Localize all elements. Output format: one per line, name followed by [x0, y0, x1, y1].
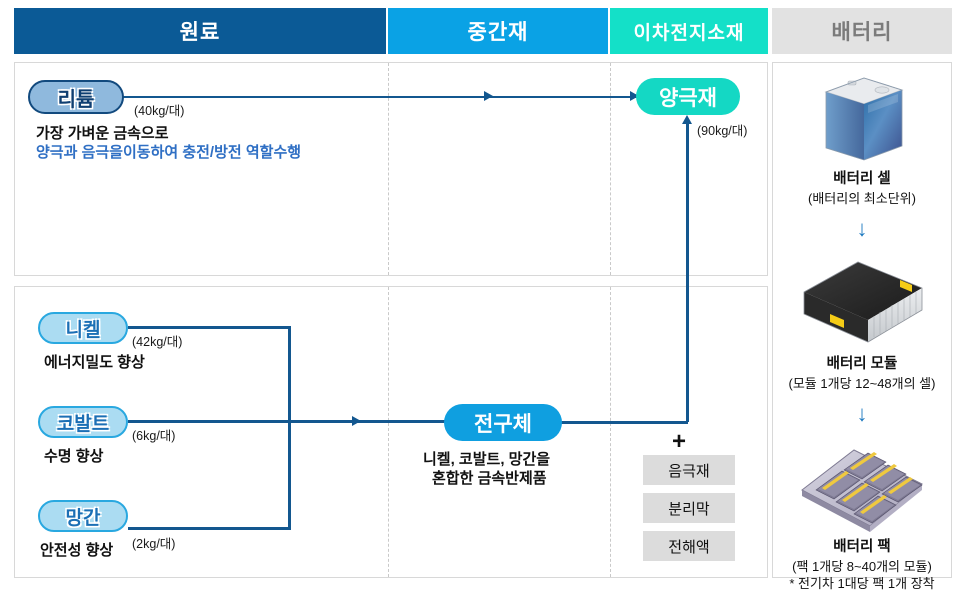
divider-bot-1 — [388, 287, 389, 577]
battery-module-name: 배터리 모듈 — [826, 356, 898, 372]
line-manganese-stub — [128, 527, 290, 530]
header-battery: 배터리 — [772, 8, 952, 54]
battery-pack-image — [792, 440, 932, 536]
battery-module-caption: 배터리 모듈 (모듈 1개당 12~48개의 셀) — [772, 355, 952, 392]
component-box-anode[interactable]: 음극재 — [643, 455, 735, 485]
node-precursor[interactable]: 전구체 — [444, 404, 562, 441]
battery-pack-sub: (팩 1개당 8~40개의 모듈) — [792, 558, 932, 574]
header-intermediate: 중간재 — [388, 8, 608, 54]
line-metals-bracket — [288, 326, 291, 530]
qty-nickel: (42kg/대) — [132, 335, 183, 349]
line-precursor-to-riser — [556, 421, 688, 424]
divider-top-2 — [610, 63, 611, 275]
node-lithium[interactable]: 리튬 — [28, 80, 124, 114]
component-box-separator-label: 분리막 — [668, 500, 710, 518]
header-raw-material-label: 원료 — [179, 21, 221, 44]
node-cathode[interactable]: 양극재 — [636, 78, 740, 115]
line-precursor-to-cathode-vertical — [686, 124, 689, 422]
divider-bot-2 — [610, 287, 611, 577]
plus-sign: + — [672, 428, 687, 455]
arrowhead-cathode-bottom — [681, 115, 692, 124]
desc-precursor-line2: 혼합한 금속반제품 — [432, 470, 547, 487]
battery-cell-sub: (배터리의 최소단위) — [808, 190, 916, 206]
battery-cell-caption: 배터리 셀 (배터리의 최소단위) — [772, 170, 952, 207]
node-nickel-label: 니켈 — [65, 319, 101, 341]
node-cathode-label: 양극재 — [659, 86, 717, 110]
arrowhead-lithium-mid — [484, 91, 493, 101]
component-box-electrolyte-label: 전해액 — [668, 538, 710, 556]
line-lithium-to-cathode — [120, 95, 640, 98]
qty-lithium: (40kg/대) — [134, 104, 185, 118]
header-raw-material: 원료 — [14, 8, 386, 54]
arrow-module-to-pack-icon: ↓ — [856, 401, 868, 426]
battery-pack-note: * 전기차 1대당 팩 1개 장착 — [789, 576, 935, 592]
node-manganese-label: 망간 — [65, 507, 101, 529]
header-battery-material-label: 이차전지소재 — [633, 22, 745, 44]
desc-precursor-line1: 니켈, 코발트, 망간을 — [423, 451, 551, 468]
header-battery-label: 배터리 — [831, 21, 893, 44]
battery-module-sub: (모듈 1개당 12~48개의 셀) — [788, 375, 936, 391]
node-cobalt[interactable]: 코발트 — [38, 406, 128, 438]
battery-pack-name: 배터리 팩 — [833, 539, 891, 555]
desc-lithium-line1: 가장 가벼운 금속으로 — [36, 125, 169, 142]
divider-top-1 — [388, 63, 389, 275]
battery-pack-caption: 배터리 팩 (팩 1개당 8~40개의 모듈) * 전기차 1대당 팩 1개 장… — [772, 538, 952, 592]
line-bracket-to-precursor — [288, 420, 446, 423]
line-cobalt-stub — [128, 420, 290, 423]
desc-nickel: 에너지밀도 향상 — [44, 354, 145, 371]
node-precursor-label: 전구체 — [474, 412, 532, 436]
desc-manganese: 안전성 향상 — [40, 542, 114, 559]
node-manganese[interactable]: 망간 — [38, 500, 128, 532]
component-box-anode-label: 음극재 — [668, 462, 710, 480]
header-battery-material: 이차전지소재 — [610, 8, 768, 54]
node-cobalt-label: 코발트 — [56, 413, 110, 435]
qty-manganese: (2kg/대) — [132, 537, 176, 551]
line-nickel-stub — [128, 326, 290, 329]
arrowhead-lithium-end — [630, 91, 639, 101]
node-nickel[interactable]: 니켈 — [38, 312, 128, 344]
qty-cobalt: (6kg/대) — [132, 429, 176, 443]
component-box-electrolyte[interactable]: 전해액 — [643, 531, 735, 561]
header-intermediate-label: 중간재 — [467, 21, 529, 44]
desc-lithium-line2: 양극과 음극을이동하여 충전/방전 역할수행 — [36, 144, 302, 161]
desc-cobalt: 수명 향상 — [44, 448, 104, 465]
arrowhead-precursor-in — [352, 416, 361, 426]
battery-cell-name: 배터리 셀 — [833, 171, 891, 187]
node-lithium-label: 리튬 — [57, 88, 95, 111]
qty-cathode: (90kg/대) — [697, 124, 748, 138]
battery-module-image — [796, 258, 928, 350]
component-box-separator[interactable]: 분리막 — [643, 493, 735, 523]
arrow-cell-to-module-icon: ↓ — [856, 216, 868, 241]
battery-cell-image — [812, 72, 912, 168]
